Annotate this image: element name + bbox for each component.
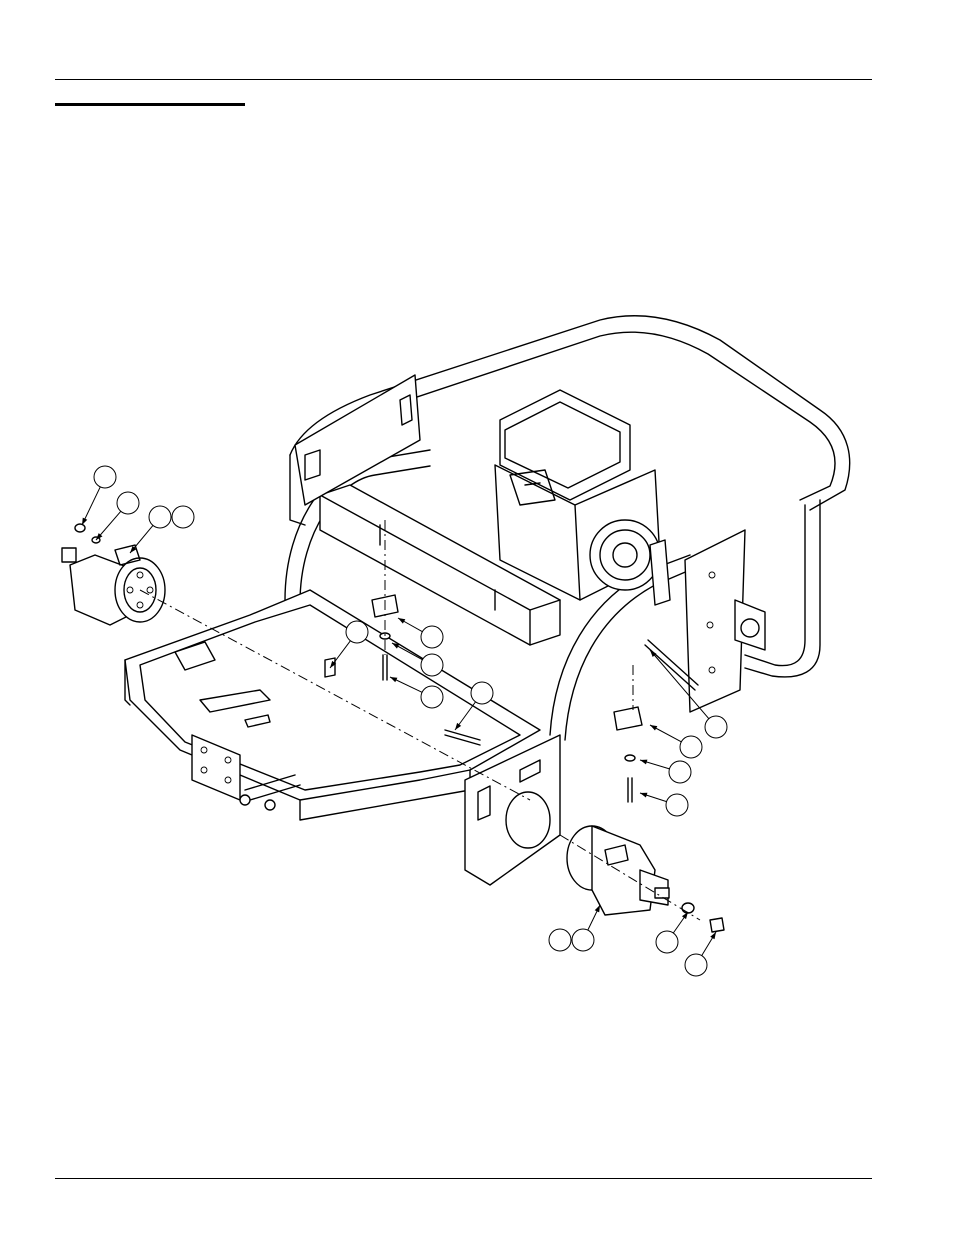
callout-arrowhead: [650, 725, 657, 731]
callout-balloon: [705, 716, 727, 738]
callout-balloon: [471, 682, 493, 704]
callout-balloon: [549, 929, 571, 951]
callout-arrowhead: [398, 618, 405, 624]
side-plate-left: [295, 375, 420, 505]
callout-balloon: [666, 794, 688, 816]
callout-arrowhead: [640, 793, 647, 798]
callout-balloon: [346, 621, 368, 643]
wheel-motor-left: [62, 545, 165, 625]
callout-balloon: [117, 492, 139, 514]
callout-arrowhead: [82, 518, 87, 525]
callout-balloon: [421, 654, 443, 676]
callout-balloon: [572, 929, 594, 951]
callout-balloon: [421, 686, 443, 708]
engine-assembly: [495, 390, 660, 600]
callout-balloon: [685, 954, 707, 976]
callout-balloon: [656, 931, 678, 953]
callout-balloon: [421, 626, 443, 648]
callout-arrowhead: [710, 932, 716, 939]
callout-balloon: [680, 736, 702, 758]
callout-balloon: [149, 506, 171, 528]
callout-arrowhead: [640, 760, 647, 765]
callout-balloon: [669, 761, 691, 783]
callout-balloon: [94, 466, 116, 488]
callout-arrowhead: [595, 905, 600, 912]
callout-balloon: [172, 506, 194, 528]
